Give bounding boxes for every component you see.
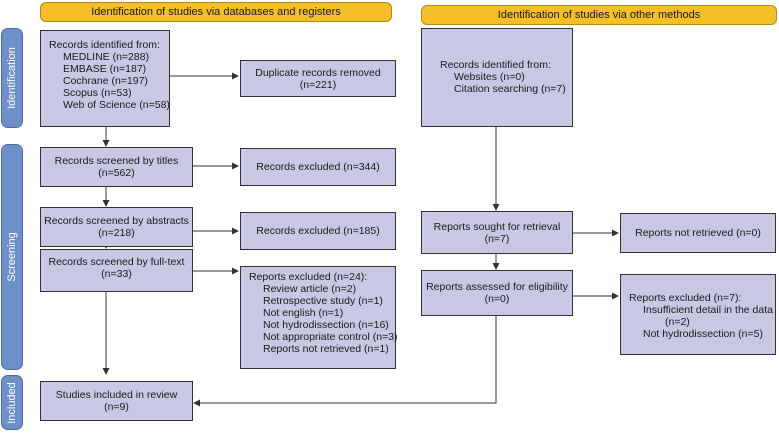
included-label: Studies included in review xyxy=(55,389,178,401)
source-medline: MEDLINE (n=288) xyxy=(63,51,150,63)
reports-excluded-other-title: Reports excluded (n=7): xyxy=(629,292,742,304)
records-identified-box: Records identified from: MEDLINE (n=288)… xyxy=(40,30,170,127)
duplicates-removed-count: (n=221) xyxy=(299,78,337,91)
source-websites: Websites (n=0) xyxy=(454,71,525,83)
other-records-title: Records identified from: xyxy=(440,59,551,71)
reports-excluded-other-box: Reports excluded (n=7): Insufficient det… xyxy=(620,274,776,355)
excluded-abstracts-label: Records excluded (n=185) xyxy=(256,225,380,237)
excluded-insufficient-detail-count: (n=2) xyxy=(665,316,690,328)
excluded-titles-label: Records excluded (n=344) xyxy=(256,161,380,173)
reports-sought-count: (n=7) xyxy=(484,232,510,245)
excluded-review-article: Review article (n=2) xyxy=(263,283,357,295)
arrow-assessed-to-included xyxy=(193,316,497,407)
reports-assessed-box: Reports assessed for eligibility (n=0) xyxy=(421,270,573,316)
source-embase: EMBASE (n=187) xyxy=(63,63,147,75)
included-count: (n=9) xyxy=(104,401,129,413)
source-citation-searching: Citation searching (n=7) xyxy=(454,83,566,95)
excluded-fulltext-box: Reports excluded (n=24): Review article … xyxy=(240,266,398,369)
excluded-titles-box: Records excluded (n=344) xyxy=(240,148,396,186)
excluded-not-english: Not english (n=1) xyxy=(263,307,344,319)
duplicates-removed-label: Duplicate records removed xyxy=(255,66,381,79)
screened-abstracts-box: Records screened by abstracts (n=218) xyxy=(40,207,193,247)
excluded-not-appropriate-control: Not appropriate control (n=3) xyxy=(263,331,398,343)
header-other-methods: Identification of studies via other meth… xyxy=(421,5,777,25)
excluded-not-retrieved: Reports not retrieved (n=1) xyxy=(263,343,389,355)
source-scopus: Scopus (n=53) xyxy=(63,87,132,99)
source-web-of-science: Web of Science (n=58) xyxy=(63,99,170,111)
screened-abstracts-count: (n=218) xyxy=(98,227,135,239)
screened-fulltext-count: (n=33) xyxy=(101,268,132,280)
excluded-other-not-hydrodissection: Not hydrodissection (n=5) xyxy=(643,328,763,340)
reports-not-retrieved-label: Reports not retrieved (n=0) xyxy=(635,227,761,239)
phase-identification: Identification xyxy=(1,28,23,128)
reports-sought-box: Reports sought for retrieval (n=7) xyxy=(421,211,573,254)
included-box: Studies included in review (n=9) xyxy=(40,381,193,421)
source-cochrane: Cochrane (n=197) xyxy=(63,75,148,87)
excluded-fulltext-title: Reports excluded (n=24): xyxy=(249,271,368,283)
reports-sought-label: Reports sought for retrieval xyxy=(433,220,561,233)
excluded-abstracts-box: Records excluded (n=185) xyxy=(240,212,396,250)
records-identified-title: Records identified from: xyxy=(49,39,160,51)
excluded-insufficient-detail: Insufficient detail in the data xyxy=(643,304,773,316)
reports-assessed-label: Reports assessed for eligibility xyxy=(426,281,568,293)
screened-titles-count: (n=562) xyxy=(98,167,135,179)
header-databases: Identification of studies via databases … xyxy=(40,2,392,22)
phase-screening: Screening xyxy=(1,144,23,370)
excluded-not-hydrodissection: Not hydrodissection (n=16) xyxy=(263,319,389,331)
screened-titles-box: Records screened by titles (n=562) xyxy=(40,147,193,187)
excluded-retrospective: Retrospective study (n=1) xyxy=(263,295,383,307)
screened-titles-label: Records screened by titles xyxy=(54,155,179,167)
reports-not-retrieved-box: Reports not retrieved (n=0) xyxy=(620,213,776,253)
reports-assessed-count: (n=0) xyxy=(484,293,510,305)
screened-abstracts-label: Records screened by abstracts xyxy=(44,215,189,227)
duplicates-removed-box: Duplicate records removed (n=221) xyxy=(240,60,396,97)
screened-fulltext-box: Records screened by full-text (n=33) xyxy=(40,249,193,292)
other-records-identified-box: Records identified from: Websites (n=0) … xyxy=(421,28,573,127)
phase-included: Included xyxy=(1,375,23,430)
screened-fulltext-label: Records screened by full-text xyxy=(48,256,185,268)
